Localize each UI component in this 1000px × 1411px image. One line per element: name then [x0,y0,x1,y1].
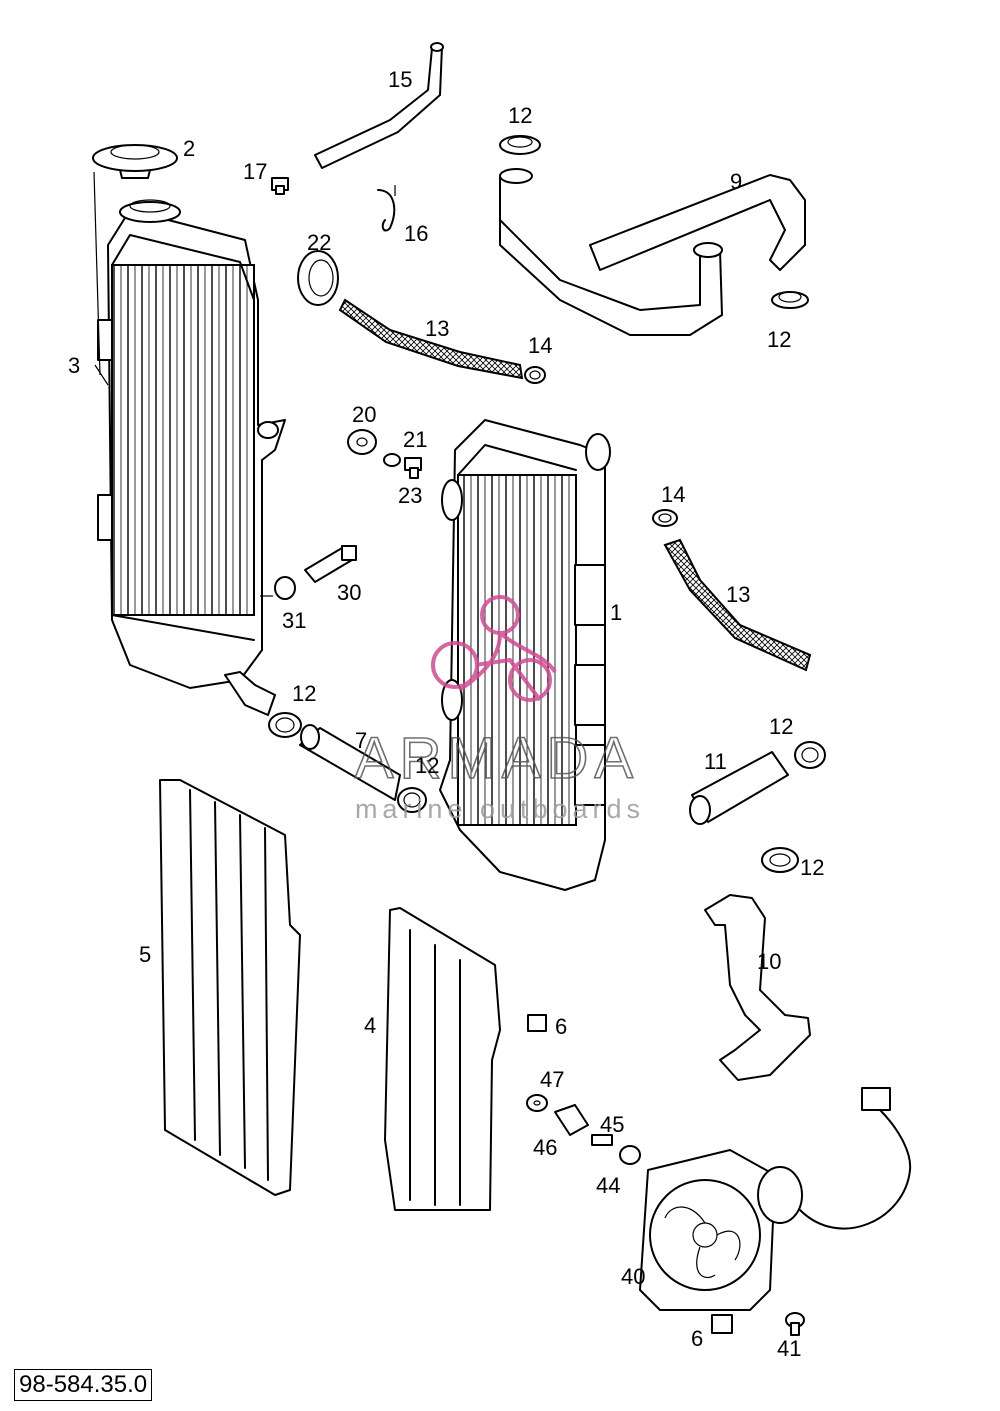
callout-7: 7 [355,728,367,753]
clamps-12 [268,135,826,873]
bolt-17 [271,177,289,195]
left-radiator [97,199,286,716]
callout-14-top: 14 [528,333,552,358]
grommet-20 [347,429,377,455]
bolt-23 [404,457,422,479]
clamp-14-right [652,509,678,527]
diagram-reference-number: 98-584.35.0 [14,1369,153,1401]
nut-6-bottom [711,1314,733,1334]
watermark: ARMADA marine outboards [354,595,645,824]
callout-47: 47 [540,1067,564,1092]
hose-15 [314,45,443,169]
washer-47 [526,1094,548,1112]
hose-11 [689,751,789,825]
callout-11: 11 [704,749,727,774]
callout-12-f: 12 [800,855,824,880]
hose-7 [299,724,401,801]
callout-10: 10 [757,949,781,974]
watermark-tagline: marine outboards [355,794,645,824]
callout-17: 17 [243,159,267,184]
callout-2: 2 [183,136,195,161]
cooling-fan-40 [639,1087,912,1311]
callout-30: 30 [337,580,361,605]
breather-hose-13-top [338,298,524,380]
callout-3: 3 [68,353,80,378]
clamp-14-top [524,366,546,384]
sleeve-46 [554,1104,589,1136]
callout-13-right: 13 [726,582,750,607]
callout-23: 23 [398,483,422,508]
callout-5: 5 [139,942,151,967]
callout-40: 40 [621,1264,645,1289]
radiator-cap [92,144,178,179]
callout-12-d: 12 [415,753,439,778]
callout-41: 41 [777,1336,801,1361]
callout-12-b: 12 [767,327,791,352]
callout-4: 4 [364,1013,376,1038]
watermark-brand: ARMADA [355,726,639,791]
callout-14-right: 14 [661,482,685,507]
callout-22: 22 [307,230,331,255]
callout-12-c: 12 [292,681,316,706]
bolt-41 [785,1312,805,1336]
callout-46: 46 [533,1135,557,1160]
callout-13-top: 13 [425,316,449,341]
screw-45 [591,1134,613,1146]
callout-6-bottom: 6 [691,1326,703,1351]
callout-12-a: 12 [508,103,532,128]
temperature-sensor-30 [304,545,357,583]
nut-6-top [527,1014,547,1032]
radiator-shroud-4 [384,907,501,1211]
washer-21 [383,453,401,467]
leader-lines [93,171,396,597]
callout-45: 45 [600,1112,624,1137]
right-radiator [439,419,611,891]
hose-10 [704,894,811,1081]
callout-15: 15 [388,67,412,92]
callout-20: 20 [352,402,376,427]
seal-ring-31 [274,576,296,600]
hose-9 [499,168,806,336]
watermark-logo [431,595,557,702]
radiator-shroud-5 [159,779,301,1196]
callout-21: 21 [403,427,427,452]
breather-hose-13-right [663,538,812,672]
callout-labels: 1 2 3 4 5 6 6 7 9 10 11 12 12 12 12 12 1… [68,67,824,1361]
clip-16 [377,189,396,232]
callout-1: 1 [610,600,622,625]
seal-22 [297,250,339,306]
bushing-44 [619,1145,641,1165]
callout-12-e: 12 [769,714,793,739]
callout-9: 9 [730,169,742,194]
callout-31: 31 [282,608,306,633]
callout-16: 16 [404,221,428,246]
callout-44: 44 [596,1173,620,1198]
callout-6-top: 6 [555,1014,567,1039]
